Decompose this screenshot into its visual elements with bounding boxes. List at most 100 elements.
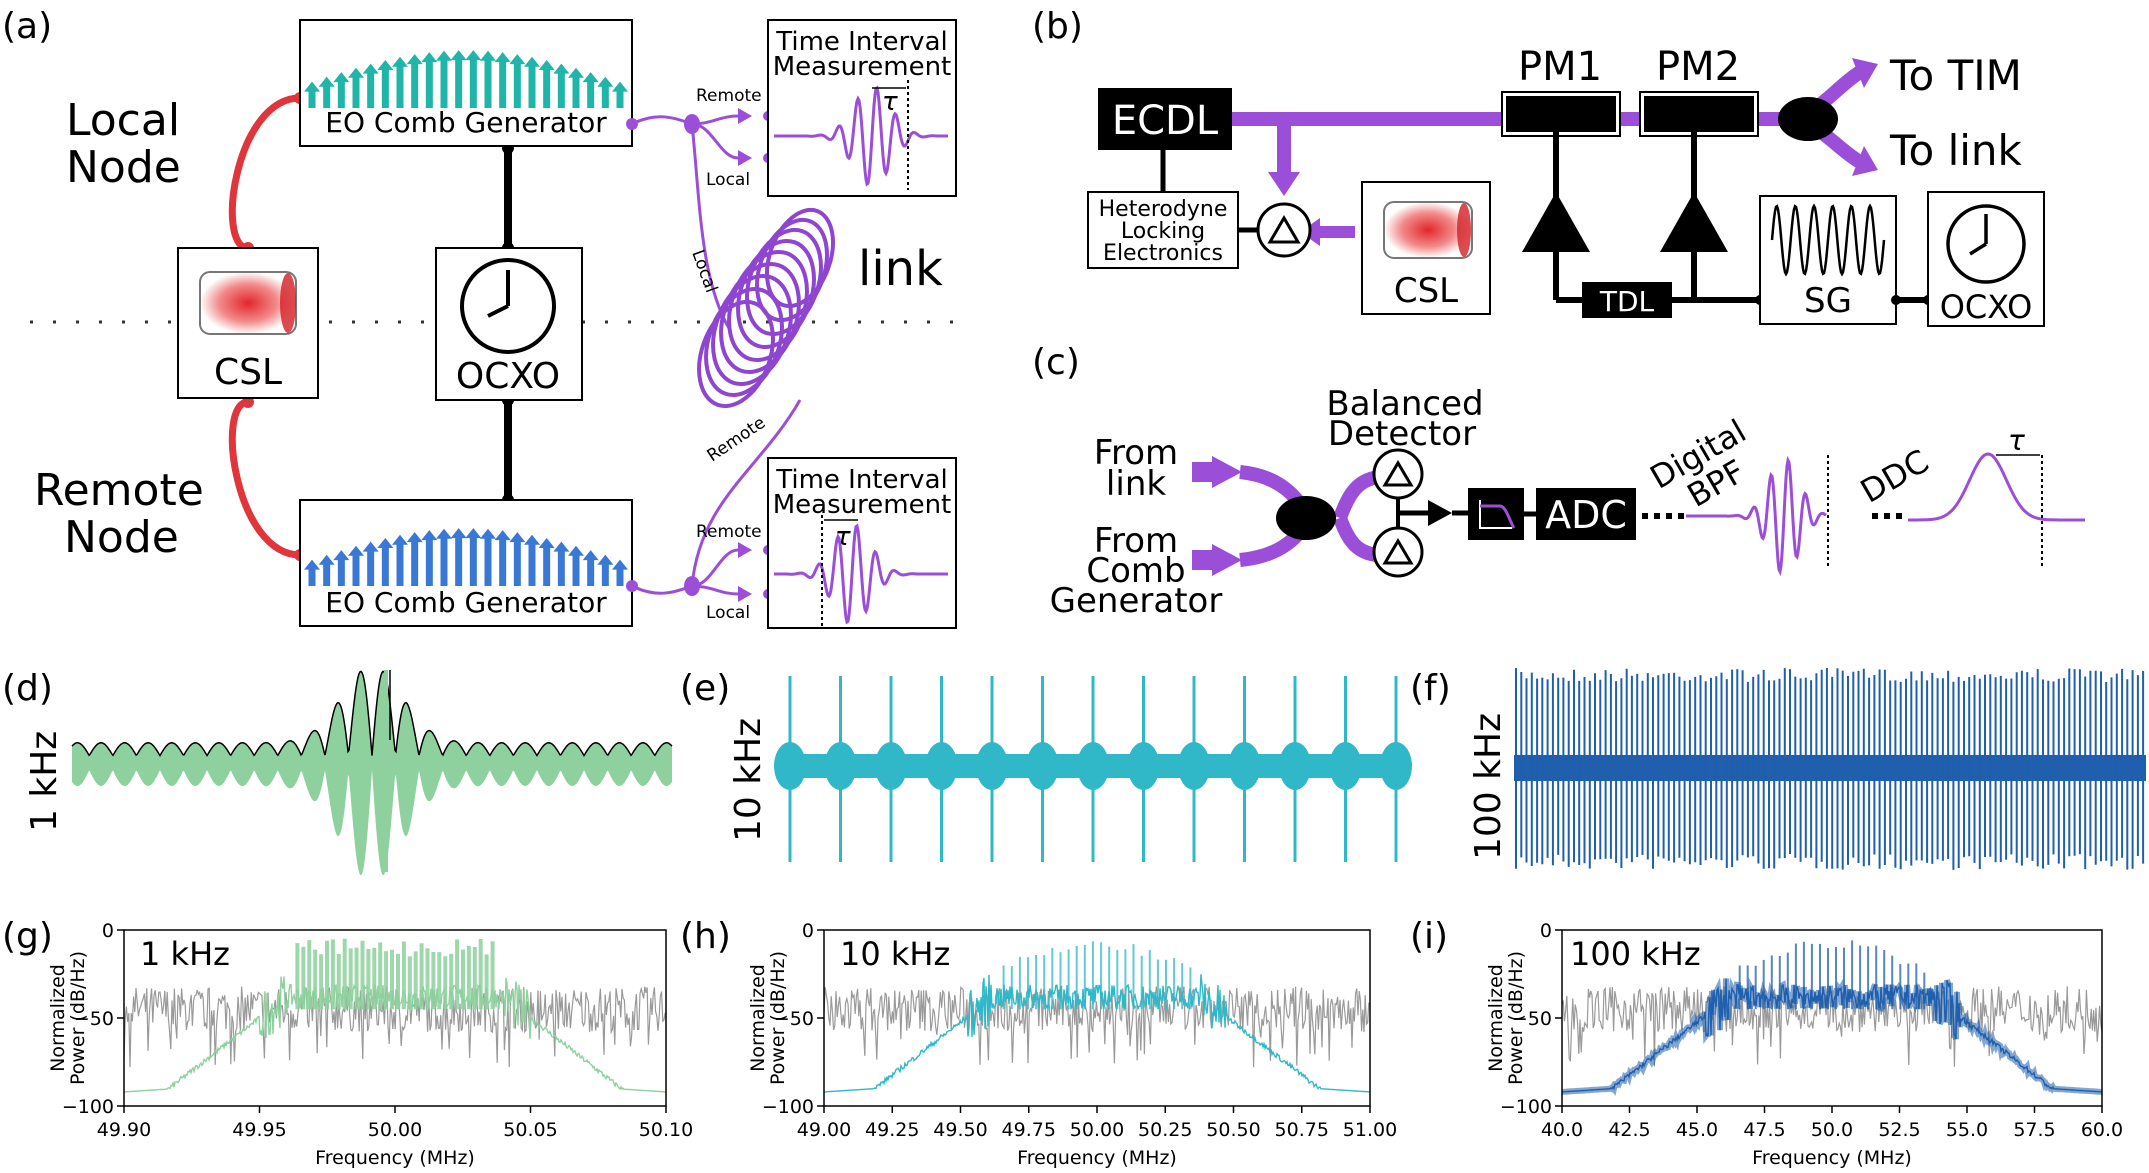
- pm1-label: PM1: [1518, 44, 1602, 90]
- from-link-line2: link: [1106, 464, 1166, 504]
- panel-f-rate: 100 kHz: [1468, 713, 1509, 860]
- panel-d: (d) 1 kHz: [2, 668, 673, 876]
- y-axis-label-1: Normalized: [747, 964, 769, 1072]
- bpf-waveform: [1686, 455, 1827, 577]
- panel-a: (a) Local Node Remote Node CSL OCXO: [2, 6, 960, 629]
- remote-label-top: Remote: [696, 86, 762, 106]
- panel-e: (e) 10 kHz: [680, 668, 1412, 862]
- panel-c-label: (c): [1032, 342, 1080, 383]
- panel-d-rate: 1 kHz: [24, 731, 65, 832]
- x-tick-label: 50.00: [1070, 1119, 1124, 1141]
- x-tick-label: 50.25: [1138, 1119, 1192, 1141]
- panel-e-label: (e): [680, 668, 730, 709]
- panel-i-rate: 100 kHz: [1570, 935, 1701, 973]
- adc-label: ADC: [1545, 493, 1627, 537]
- panel-b: (b) To TIM To link ECDL Heterodyne Locki…: [1032, 6, 2045, 327]
- balanced-detector-icon: [1372, 448, 1424, 578]
- y-tick-label: −100: [762, 1096, 814, 1118]
- x-tick-label: 40.0: [1541, 1119, 1583, 1141]
- csl-fiber-top: [228, 94, 301, 252]
- tim-top-line1: Time Interval: [775, 27, 947, 57]
- x-tick-label: 50.75: [1275, 1119, 1329, 1141]
- panel-a-label: (a): [2, 6, 52, 47]
- panel-c: (c) From link From Comb Generator Balanc…: [1032, 342, 2085, 621]
- fiber-spool-icon: [697, 207, 835, 409]
- heterodyne-line2: Locking: [1121, 219, 1205, 244]
- x-axis-label: Frequency (MHz): [1752, 1147, 1912, 1169]
- panel-f-label: (f): [1410, 668, 1451, 709]
- y-tick-label: 0: [1540, 920, 1552, 942]
- csl-b-label: CSL: [1394, 271, 1458, 311]
- ddc-label: DDC: [1854, 442, 1935, 511]
- comb-teeth-bottom: [304, 528, 628, 586]
- local-label-bottom: Local: [706, 603, 750, 623]
- x-tick-label: 50.0: [1811, 1119, 1853, 1141]
- link-label: link: [858, 241, 943, 297]
- csl-icon: [199, 271, 297, 335]
- tim-bottom-line2: Measurement: [773, 490, 952, 520]
- y-axis-label-1: Normalized: [1485, 964, 1507, 1072]
- csl-fiber-bottom: [228, 398, 301, 559]
- clock-b-icon: [1946, 204, 2026, 284]
- x-tick-label: 52.5: [1878, 1119, 1920, 1141]
- panel-h-rate: 10 kHz: [840, 935, 950, 973]
- amplifier-1-icon: [1522, 192, 1590, 252]
- tdl-label: TDL: [1599, 285, 1655, 318]
- x-tick-label: 47.5: [1743, 1119, 1785, 1141]
- tau-bottom: τ: [835, 522, 851, 552]
- tim-bottom-box: [767, 457, 957, 629]
- time-trace-d: [71, 670, 673, 876]
- y-axis-label-2: Power (dB/Hz): [1505, 951, 1527, 1085]
- x-axis-label: Frequency (MHz): [1017, 1147, 1177, 1169]
- sine-icon: [1770, 203, 1886, 277]
- y-axis-label-1: Normalized: [47, 964, 69, 1072]
- tau-c: τ: [2008, 424, 2025, 457]
- balanced-line1: Balanced: [1326, 384, 1483, 424]
- x-tick-label: 60.0: [2081, 1119, 2123, 1141]
- x-tick-label: 49.95: [232, 1119, 286, 1141]
- csl-b-icon: [1383, 201, 1473, 259]
- x-tick-label: 51.00: [1343, 1119, 1397, 1141]
- sg-label: SG: [1804, 281, 1852, 321]
- tdl-box: [1582, 282, 1672, 318]
- ocxo-label: OCXO: [456, 356, 560, 397]
- pm2-box: [1644, 96, 1754, 132]
- x-tick-label: 50.00: [368, 1119, 422, 1141]
- panel-f: (f) 100 kHz: [1410, 668, 2146, 870]
- clock-icon: [460, 258, 556, 354]
- tim-top-waveform: [774, 85, 948, 187]
- remote-node-line1: Remote: [34, 465, 204, 516]
- panel-h-label: (h): [680, 916, 731, 957]
- y-tick-label: −50: [74, 1008, 114, 1030]
- panel-b-label: (b): [1032, 6, 1083, 47]
- y-tick-label: 0: [102, 920, 114, 942]
- tau-top: τ: [882, 87, 898, 117]
- to-link-label: To link: [1889, 126, 2023, 175]
- y-tick-label: −100: [62, 1096, 114, 1118]
- ecdl-label: ECDL: [1112, 98, 1219, 144]
- panel-g-rate: 1 kHz: [140, 935, 230, 973]
- x-tick-label: 50.05: [503, 1119, 557, 1141]
- y-tick-label: −50: [1512, 1008, 1552, 1030]
- local-node-line1: Local: [66, 95, 180, 146]
- balanced-line2: Detector: [1328, 414, 1476, 454]
- comb-teeth-top: [304, 50, 628, 108]
- y-axis-label-2: Power (dB/Hz): [67, 951, 89, 1085]
- pm1-box: [1506, 96, 1616, 132]
- panel-i-label: (i): [1410, 916, 1448, 957]
- eo-comb-top-label: EO Comb Generator: [325, 106, 607, 139]
- x-tick-label: 50.50: [1206, 1119, 1260, 1141]
- y-axis-label-2: Power (dB/Hz): [767, 951, 789, 1085]
- csl-label: CSL: [214, 352, 282, 393]
- time-trace-f: [1514, 668, 2146, 870]
- to-tim-label: To TIM: [1889, 51, 2022, 100]
- x-tick-label: 50.10: [639, 1119, 693, 1141]
- heterodyne-line3: Electronics: [1103, 241, 1223, 266]
- x-tick-label: 42.5: [1608, 1119, 1650, 1141]
- y-tick-label: −100: [1500, 1096, 1552, 1118]
- x-axis-label: Frequency (MHz): [315, 1147, 475, 1169]
